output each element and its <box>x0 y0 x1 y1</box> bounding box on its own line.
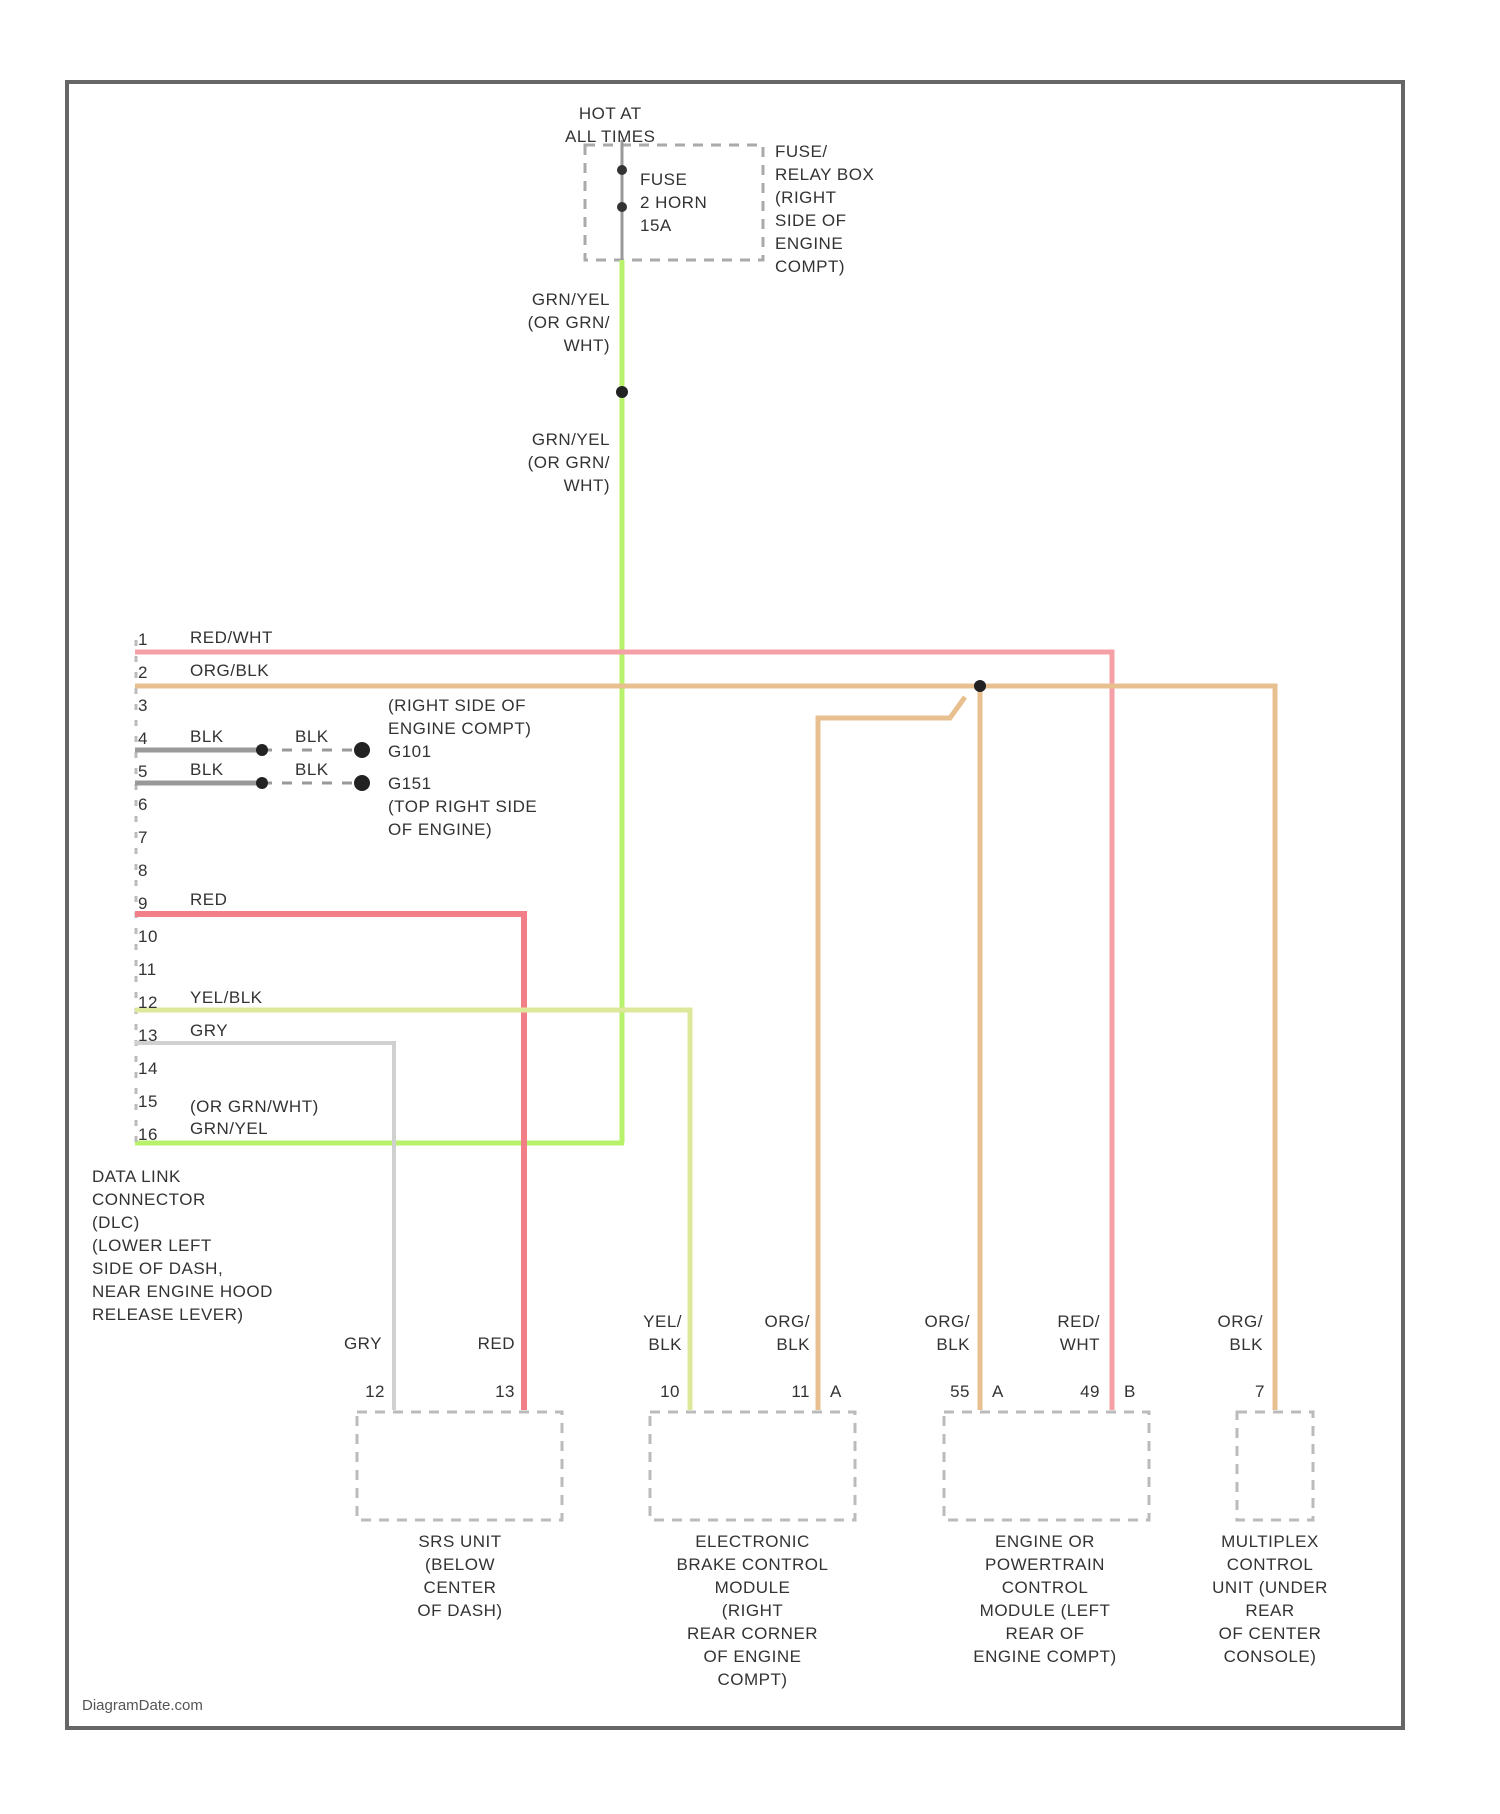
dlc-pin-5: 5 <box>138 762 148 781</box>
wire-label-red-wht: RED/WHT <box>190 628 273 647</box>
wire-label-blk-5a: BLK <box>190 760 224 779</box>
dlc-pin-14: 14 <box>138 1059 158 1078</box>
dlc-pin-10: 10 <box>138 927 158 946</box>
dlc-pin-7: 7 <box>138 828 148 847</box>
dlc-pin-13: 13 <box>138 1026 158 1045</box>
mcu-label: MULTIPLEX CONTROL UNIT (UNDER REAR OF CE… <box>1212 1532 1328 1666</box>
dlc-pin-8: 8 <box>138 861 148 880</box>
diagram-frame <box>65 80 1405 1730</box>
ebcm-wire-yel-blk: YEL/ BLK <box>643 1312 682 1354</box>
mcu-wire-org-blk: ORG/ BLK <box>1217 1312 1263 1354</box>
wire-label-yel-blk: YEL/BLK <box>190 988 263 1007</box>
dlc-pin-11: 11 <box>138 960 157 979</box>
srs-unit-label: SRS UNIT (BELOW CENTER OF DASH) <box>417 1532 503 1620</box>
feed-wire-lower-label: GRN/YEL (OR GRN/ WHT) <box>527 430 610 495</box>
pcm-connector-a: A <box>992 1382 1004 1401</box>
ebcm-pin-11: 11 <box>791 1382 810 1401</box>
wire-label-org-blk: ORG/BLK <box>190 661 270 680</box>
ebcm-label: ELECTRONIC BRAKE CONTROL MODULE (RIGHT R… <box>676 1532 829 1689</box>
dlc-pin-4: 4 <box>138 729 148 748</box>
footer-watermark: DiagramDate.com <box>82 1697 203 1714</box>
mcu-pin-7: 7 <box>1255 1382 1265 1401</box>
dlc-pin-2: 2 <box>138 663 148 682</box>
wire-label-grn-yel: GRN/YEL <box>190 1119 269 1138</box>
dlc-pin-1: 1 <box>138 630 148 649</box>
srs-wire-gry: GRY <box>343 1334 382 1353</box>
pcm-pin-55: 55 <box>950 1382 970 1401</box>
fuse-label: FUSE 2 HORN 15A <box>640 170 708 235</box>
feed-wire-upper-label: GRN/YEL (OR GRN/ WHT) <box>527 290 610 355</box>
wire-label-blk-4a: BLK <box>190 727 224 746</box>
pcm-label: ENGINE OR POWERTRAIN CONTROL MODULE (LEF… <box>973 1532 1117 1666</box>
dlc-pin-12: 12 <box>138 993 158 1012</box>
ebcm-pin-10: 10 <box>660 1382 680 1401</box>
pcm-wire-org-blk: ORG/ BLK <box>924 1312 970 1354</box>
ground-g151-location: (TOP RIGHT SIDE OF ENGINE) <box>388 797 538 839</box>
ebcm-connector-a: A <box>830 1382 842 1401</box>
pcm-wire-red-wht: RED/ WHT <box>1057 1312 1100 1354</box>
wire-label-blk-5b: BLK <box>295 760 329 779</box>
wire-label-grn-wht: (OR GRN/WHT) <box>190 1097 319 1116</box>
dlc-pin-15: 15 <box>138 1092 158 1111</box>
srs-wire-red: RED <box>477 1334 515 1353</box>
ground-g101-label: G101 <box>388 742 432 761</box>
ground-g151-label: G151 <box>388 774 432 793</box>
fuse-box-label: FUSE/ RELAY BOX (RIGHT SIDE OF ENGINE CO… <box>775 142 875 276</box>
dlc-pin-9: 9 <box>138 894 148 913</box>
srs-pin-13: 13 <box>495 1382 515 1401</box>
ebcm-wire-org-blk: ORG/ BLK <box>764 1312 810 1354</box>
wire-label-red: RED <box>190 890 228 909</box>
ground-g101-location: (RIGHT SIDE OF ENGINE COMPT) <box>388 696 532 738</box>
pcm-pin-49: 49 <box>1080 1382 1100 1401</box>
srs-pin-12: 12 <box>365 1382 385 1401</box>
hot-at-all-times-label: HOT AT ALL TIMES <box>565 104 656 146</box>
wire-label-gry: GRY <box>190 1021 229 1040</box>
wire-label-blk-4b: BLK <box>295 727 329 746</box>
dlc-label: DATA LINK CONNECTOR (DLC) (LOWER LEFT SI… <box>92 1167 273 1324</box>
dlc-pin-6: 6 <box>138 795 148 814</box>
dlc-pin-16: 16 <box>138 1125 158 1144</box>
pcm-connector-b: B <box>1124 1382 1136 1401</box>
dlc-pin-3: 3 <box>138 696 148 715</box>
